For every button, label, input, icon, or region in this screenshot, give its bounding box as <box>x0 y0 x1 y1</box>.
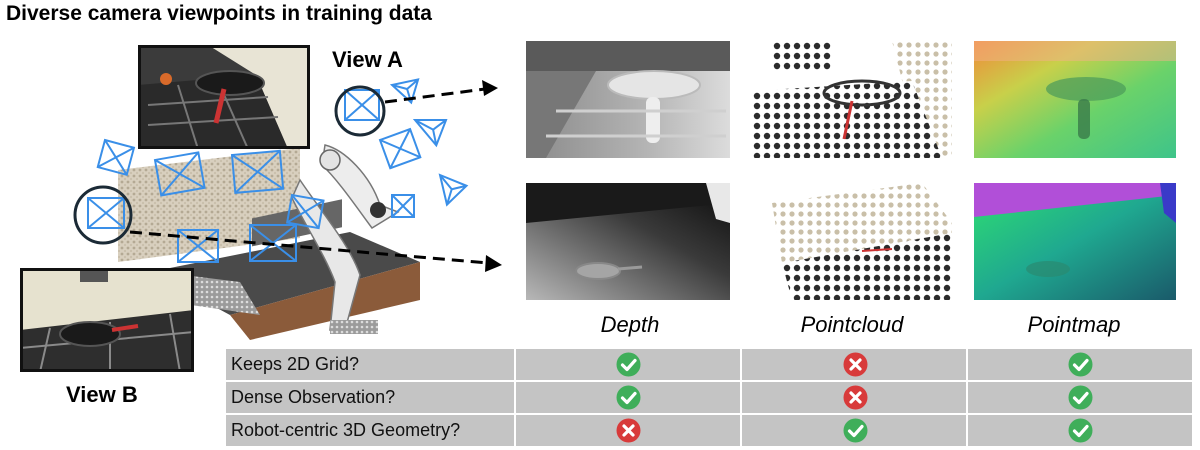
check-icon <box>1068 385 1093 410</box>
table-cell <box>514 382 742 413</box>
view-a-arrow <box>384 80 498 104</box>
check-icon <box>1068 352 1093 377</box>
row-label: Keeps 2D Grid? <box>231 354 360 374</box>
view-b-label: View B <box>66 382 138 407</box>
pointcloud-label: Pointcloud <box>800 312 904 337</box>
check-icon <box>843 418 868 443</box>
table-cell <box>740 415 968 446</box>
figure-title: Diverse camera viewpoints in training da… <box>6 2 432 25</box>
kitchen-pointcloud <box>118 148 420 340</box>
view-b-arrow <box>129 230 502 272</box>
row-label: Dense Observation? <box>231 387 396 407</box>
pointcloud-view-a-image <box>752 41 952 158</box>
check-icon <box>616 385 641 410</box>
table-row: Dense Observation? <box>226 382 1192 413</box>
table-cell <box>514 415 742 446</box>
pointcloud-view-b-image <box>752 183 952 300</box>
table-cell <box>740 382 968 413</box>
view-a-image <box>138 45 310 149</box>
depth-label: Depth <box>600 312 660 337</box>
check-icon <box>1068 418 1093 443</box>
pointmap-view-a-image <box>974 41 1176 158</box>
view-b-highlight-circle <box>73 185 133 245</box>
table-cell <box>514 349 742 380</box>
depth-view-b-image <box>526 183 730 300</box>
table-cell <box>966 415 1192 446</box>
scene-illustration <box>73 78 502 340</box>
depth-view-a-image <box>526 41 730 158</box>
row-label: Robot-centric 3D Geometry? <box>231 420 461 440</box>
table-row: Keeps 2D Grid? <box>226 349 1192 380</box>
cross-icon <box>616 418 641 443</box>
view-b-image <box>20 268 194 372</box>
table-cell <box>966 349 1192 380</box>
cross-icon <box>843 385 868 410</box>
table-cell <box>740 349 968 380</box>
view-a-highlight-circle <box>334 85 386 137</box>
cross-icon <box>843 352 868 377</box>
table-row: Robot-centric 3D Geometry? <box>226 415 1192 446</box>
check-icon <box>616 352 641 377</box>
table-cell <box>966 382 1192 413</box>
view-a-label: View A <box>332 47 403 72</box>
camera-frustums <box>87 78 469 263</box>
pointmap-view-b-image <box>974 183 1176 300</box>
pointmap-label: Pointmap <box>1027 312 1121 337</box>
